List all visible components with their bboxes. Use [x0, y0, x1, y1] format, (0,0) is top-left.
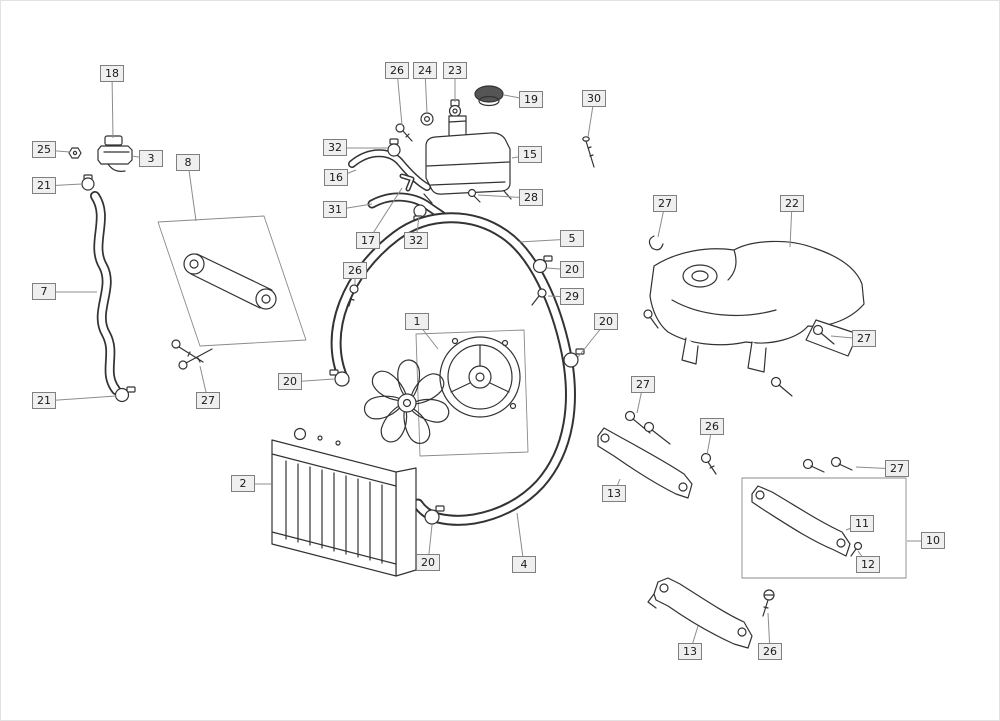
- leader-line-15: [511, 154, 531, 159]
- leader-line-21: [43, 395, 117, 402]
- leader-line-31: [334, 203, 373, 211]
- leader-line-3: [131, 155, 152, 160]
- thermostat-housing-part: [97, 135, 133, 172]
- hose-clamp-20-left-part: [329, 369, 350, 387]
- bolt-29-part: [531, 288, 547, 306]
- bracket-11-part: [751, 485, 851, 557]
- leader-line-20: [427, 524, 433, 564]
- hose-5-4-part: [330, 212, 576, 526]
- leader-line-27: [657, 203, 666, 238]
- pin-30-part: [582, 136, 595, 168]
- leader-line-13: [613, 478, 621, 495]
- leader-line-29: [547, 295, 573, 298]
- leader-line-20: [577, 321, 607, 358]
- leader-line-20: [289, 378, 335, 383]
- leader-line-12: [857, 550, 869, 566]
- fan-shroud: [439, 336, 521, 418]
- hex-nut-25-part: [68, 147, 82, 159]
- leader-line-27: [636, 384, 644, 414]
- tank-cap-19-part: [474, 85, 504, 107]
- leader-line-24: [424, 70, 428, 114]
- bolts-27-mid-part: [624, 410, 671, 445]
- hose-16-part: [348, 149, 431, 191]
- leader-line-13: [689, 625, 699, 653]
- leader-line-20: [546, 267, 573, 271]
- leader-line-19: [503, 94, 532, 101]
- leader-line-26: [396, 70, 403, 126]
- leader-line-22: [789, 203, 793, 248]
- sensor-23-part: [448, 99, 462, 118]
- leader-line-5: [518, 238, 573, 243]
- leader-line-26: [767, 612, 771, 653]
- leader-line-18: [111, 73, 114, 139]
- leader-line-30: [587, 98, 595, 138]
- screws-27-left-part: [171, 339, 213, 370]
- leader-line-11: [845, 523, 863, 531]
- screw-26-top-part: [395, 123, 413, 142]
- leader-line-26: [706, 426, 713, 456]
- washer-24-part: [420, 112, 434, 126]
- leader-line-21: [43, 183, 83, 187]
- elbow-17-part: [399, 173, 415, 192]
- hose-7-part: [90, 191, 121, 395]
- air-duct-22-part: [649, 240, 865, 373]
- leader-line-27: [199, 365, 209, 402]
- bolt-12-part: [850, 541, 863, 557]
- hose-clamp-20-mid-part: [532, 255, 553, 274]
- fan-assembly-1-part: [361, 329, 529, 457]
- leader-line-4: [516, 512, 525, 566]
- screw-26-hose-part: [348, 284, 359, 307]
- screw-26-bottom-part: [762, 589, 775, 617]
- fan-blades: [361, 359, 452, 448]
- leader-line-25: [43, 149, 71, 153]
- bracket-13-upper-part: [597, 427, 693, 499]
- leader-line-27: [830, 335, 865, 340]
- screws-27-right-part: [802, 456, 853, 473]
- bracket-10-group: [741, 477, 907, 579]
- clip-27-top-part: [648, 235, 664, 251]
- screws-27-duct-part: [643, 309, 835, 397]
- leader-line-32: [415, 215, 420, 242]
- hose-clamp-32-upper-part: [387, 138, 401, 157]
- bracket-13-lower-part: [647, 577, 753, 649]
- bracket-8-group: [157, 215, 307, 347]
- leader-line-28: [477, 194, 532, 199]
- leader-line-16: [335, 169, 357, 179]
- screw-28-part: [467, 188, 481, 203]
- leader-line-8: [187, 162, 197, 222]
- leader-line-17: [367, 187, 403, 242]
- expansion-tank-15-part: [423, 115, 512, 204]
- hose-clamp-20-bottom-part: [424, 505, 445, 525]
- screw-26-mid-part: [700, 452, 717, 475]
- leader-line-1: [416, 321, 439, 350]
- radiator-2-part: [271, 427, 417, 577]
- hose-clamp-21-lower-part: [114, 386, 136, 403]
- leader-line-27: [855, 466, 898, 470]
